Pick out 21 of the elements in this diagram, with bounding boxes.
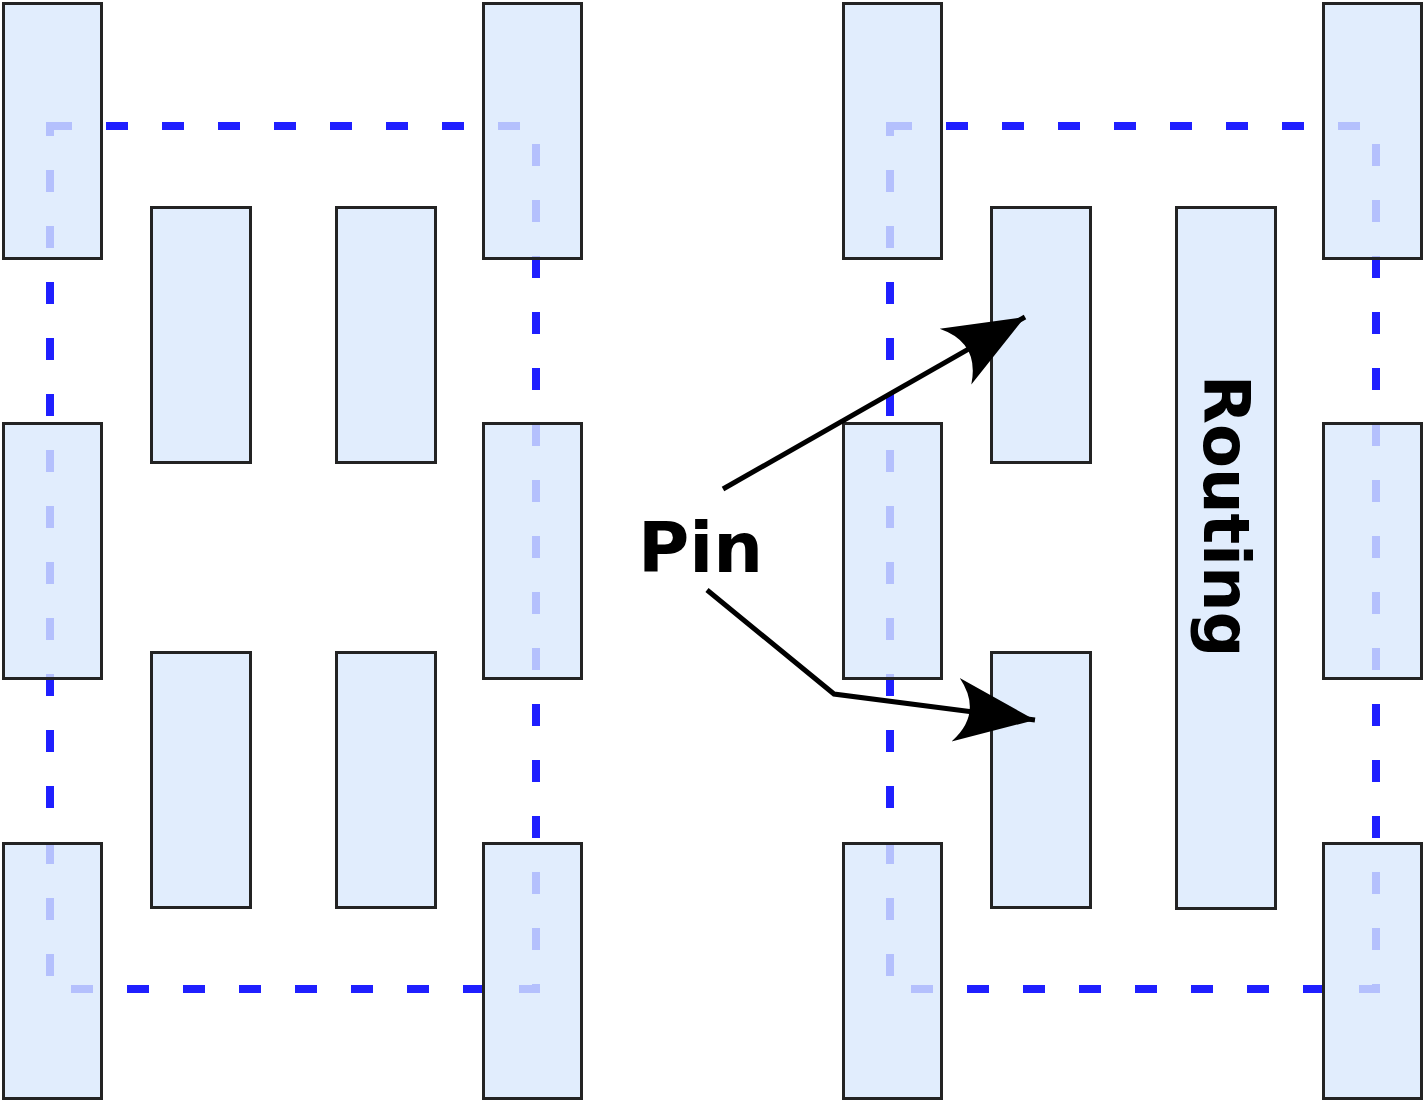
component-block bbox=[335, 651, 437, 909]
component-block bbox=[2, 2, 103, 260]
component-block bbox=[842, 2, 943, 260]
component-block bbox=[2, 842, 103, 1100]
component-block bbox=[842, 422, 943, 680]
component-block bbox=[150, 651, 252, 909]
component-block bbox=[842, 842, 943, 1100]
routing-label: Routing bbox=[1189, 374, 1263, 658]
component-block bbox=[1322, 422, 1423, 680]
component-block bbox=[2, 422, 103, 680]
component-block bbox=[990, 206, 1092, 464]
component-block bbox=[1322, 842, 1423, 1100]
component-block bbox=[482, 422, 583, 680]
component-block bbox=[482, 842, 583, 1100]
pin-label: Pin bbox=[638, 508, 764, 588]
component-block bbox=[482, 2, 583, 260]
component-block bbox=[150, 206, 252, 464]
component-block bbox=[990, 651, 1092, 909]
component-block bbox=[1322, 2, 1423, 260]
component-block bbox=[335, 206, 437, 464]
routing-channel bbox=[1175, 206, 1277, 910]
